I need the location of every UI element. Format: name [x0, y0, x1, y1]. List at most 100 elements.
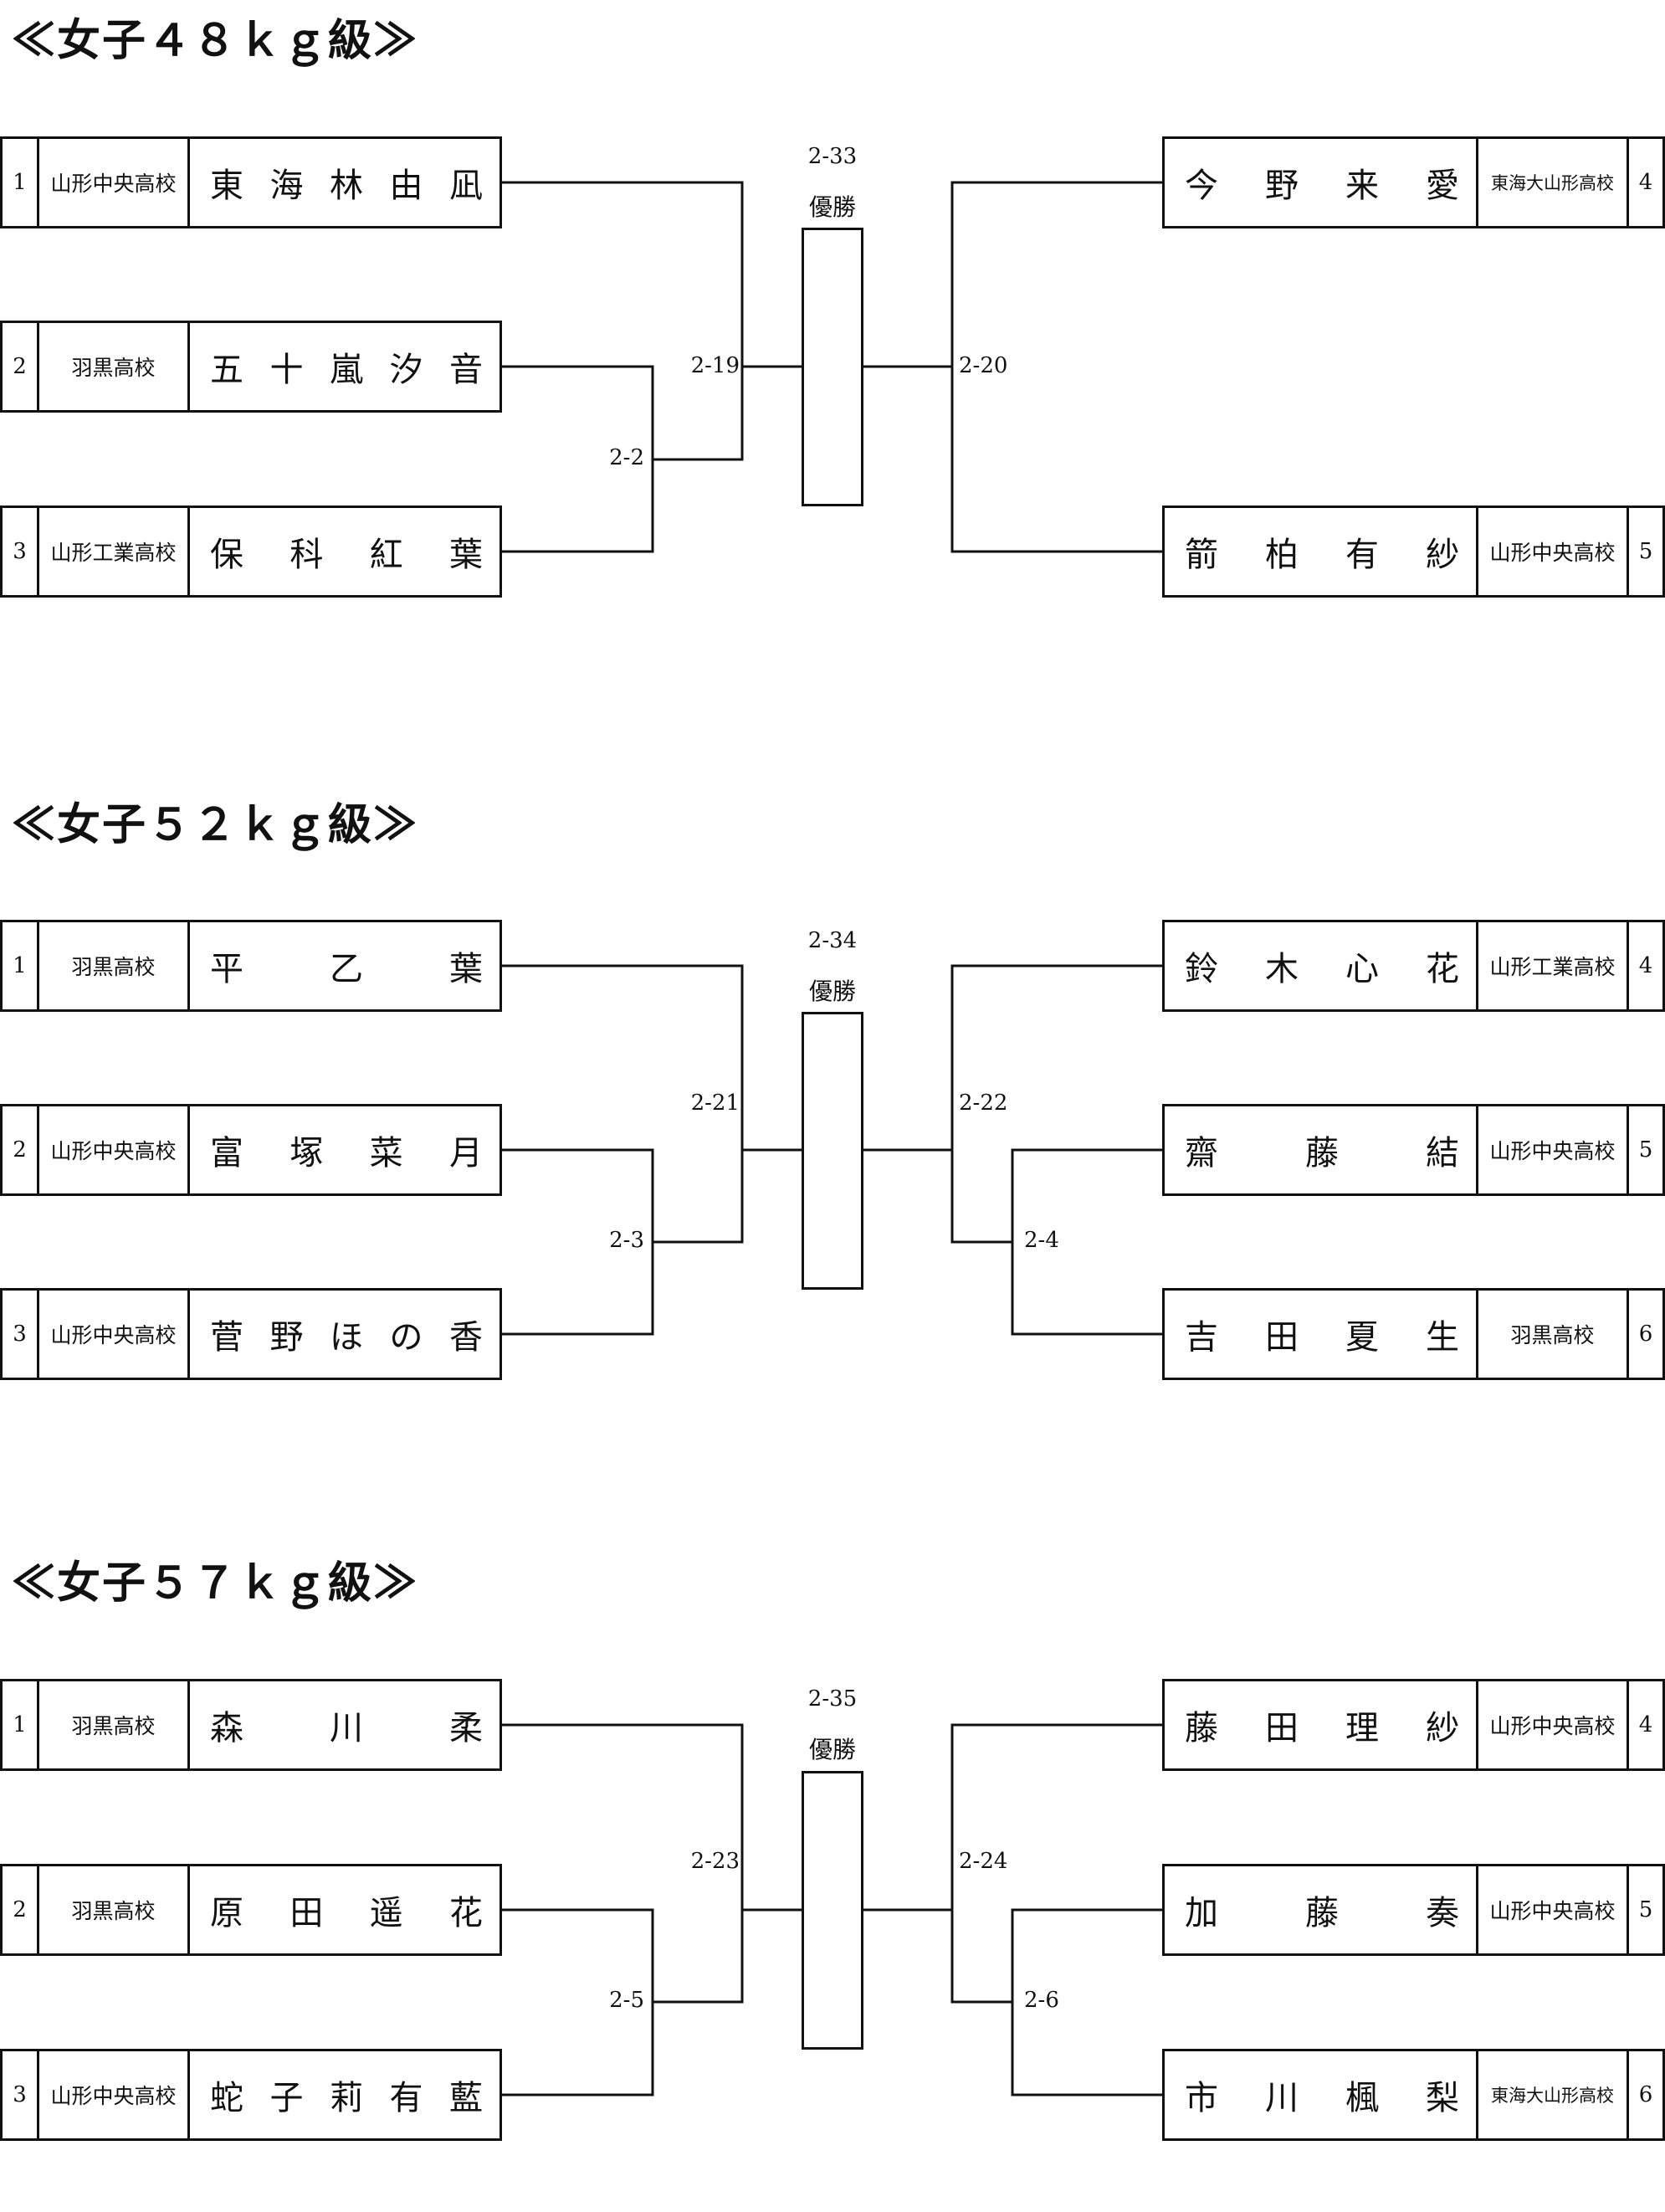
division-52kg: ≪女子５２ｋｇ級≫ 1 羽黒高校 平 乙 葉 2 山形中央高校 富 塚 菜 月 … [0, 784, 1665, 1454]
final-label: 優勝 [808, 978, 856, 1005]
athlete-name: 菅 野 ほ の 香 [187, 1288, 502, 1380]
athlete-name: 今 野 来 愛 [1162, 136, 1478, 228]
division-title: ≪女子４８ｋｇ級≫ [12, 15, 419, 66]
school-name: 山形中央高校 [37, 2049, 190, 2141]
athlete-name: 平 乙 葉 [187, 920, 502, 1012]
final-match-number: 2-33 [807, 144, 858, 169]
athlete-name-text: 森 川 柔 [210, 1709, 483, 1748]
athlete-name: 東 海 林 由 凪 [187, 136, 502, 228]
athlete-name-text: 箭 柏 有 紗 [1185, 536, 1459, 574]
final-match-number: 2-35 [807, 1686, 858, 1712]
athlete-name: 吉 田 夏 生 [1162, 1288, 1478, 1380]
athlete-name: 保 科 紅 葉 [187, 506, 502, 598]
bracket-line [502, 1148, 654, 1336]
school-name: 山形工業高校 [1476, 920, 1629, 1012]
athlete-name: 市 川 楓 梨 [1162, 2049, 1478, 2141]
athlete-name-text: 平 乙 葉 [210, 950, 483, 988]
bracket-line [502, 964, 744, 1244]
athlete-name-text: 藤 田 理 紗 [1185, 1709, 1459, 1748]
final-match-number: 2-34 [807, 928, 858, 953]
seed-number: 3 [0, 2049, 39, 2141]
seed-number: 4 [1627, 136, 1665, 228]
athlete-name-text: 蛇 子 莉 有 藍 [210, 2079, 483, 2117]
school-name: 山形中央高校 [1476, 1864, 1629, 1956]
seed-number: 2 [0, 1104, 39, 1196]
athlete-name-text: 菅 野 ほ の 香 [210, 1318, 483, 1357]
athlete-name-text: 鈴 木 心 花 [1185, 950, 1459, 988]
bracket-line [950, 964, 1162, 1244]
bracket-line [502, 1723, 744, 2004]
seed-number: 5 [1627, 1104, 1665, 1196]
school-name: 山形中央高校 [1476, 1679, 1629, 1771]
seed-number: 6 [1627, 1288, 1665, 1380]
school-name: 羽黒高校 [37, 1679, 190, 1771]
athlete-name-text: 齋 藤 結 [1185, 1134, 1459, 1173]
athlete-name: 箭 柏 有 紗 [1162, 506, 1478, 598]
school-name: 山形中央高校 [37, 1104, 190, 1196]
match-number: 2-5 [609, 1988, 644, 2013]
match-number: 2-3 [609, 1228, 644, 1253]
division-title: ≪女子５２ｋｇ級≫ [12, 799, 419, 850]
bracket-line [950, 1723, 1162, 2004]
bracket-lines [502, 1723, 1162, 2097]
match-number: 2-4 [1024, 1228, 1059, 1253]
athlete-name-text: 加 藤 奏 [1185, 1894, 1459, 1932]
athlete-name: 加 藤 奏 [1162, 1864, 1478, 1956]
school-name: 山形工業高校 [37, 506, 190, 598]
seed-number: 3 [0, 506, 39, 598]
school-name: 東海大山形高校 [1476, 136, 1629, 228]
bracket-lines [502, 964, 1162, 1336]
bracket-line [1011, 1908, 1162, 2097]
seed-number: 2 [0, 321, 39, 413]
seed-number: 5 [1627, 1864, 1665, 1956]
athlete-name: 齋 藤 結 [1162, 1104, 1478, 1196]
athlete-name-text: 東 海 林 由 凪 [210, 167, 483, 205]
seed-number: 4 [1627, 920, 1665, 1012]
athlete-name-text: 原 田 遥 花 [210, 1894, 483, 1932]
athlete-name-text: 吉 田 夏 生 [1185, 1318, 1459, 1357]
athlete-name: 五 十 嵐 汐 音 [187, 321, 502, 413]
winner-box [802, 228, 863, 506]
winner-box [802, 1012, 863, 1290]
school-name: 羽黒高校 [37, 920, 190, 1012]
division-title: ≪女子５７ｋｇ級≫ [12, 1558, 419, 1609]
division-57kg: ≪女子５７ｋｇ級≫ 1 羽黒高校 森 川 柔 2 羽黒高校 原 田 遥 花 3 … [0, 1542, 1665, 2212]
athlete-name: 富 塚 菜 月 [187, 1104, 502, 1196]
seed-number: 2 [0, 1864, 39, 1956]
match-number: 2-22 [959, 1091, 1008, 1116]
bracket-line [1011, 1148, 1162, 1336]
match-number: 2-19 [690, 353, 740, 378]
athlete-name-text: 富 塚 菜 月 [210, 1134, 483, 1173]
seed-number: 1 [0, 920, 39, 1012]
bracket-line [502, 181, 744, 461]
seed-number: 6 [1627, 2049, 1665, 2141]
school-name: 山形中央高校 [37, 1288, 190, 1380]
athlete-name-text: 市 川 楓 梨 [1185, 2079, 1459, 2117]
match-number: 2-2 [609, 445, 644, 470]
final-label: 優勝 [808, 1736, 856, 1763]
bracket-line [502, 1908, 654, 2097]
match-number: 2-20 [959, 353, 1008, 378]
athlete-name: 蛇 子 莉 有 藍 [187, 2049, 502, 2141]
school-name: 東海大山形高校 [1476, 2049, 1629, 2141]
school-name: 山形中央高校 [1476, 506, 1629, 598]
athlete-name: 原 田 遥 花 [187, 1864, 502, 1956]
athlete-name: 森 川 柔 [187, 1679, 502, 1771]
school-name: 羽黒高校 [1476, 1288, 1629, 1380]
school-name: 羽黒高校 [37, 321, 190, 413]
match-number: 2-21 [690, 1091, 740, 1116]
seed-number: 1 [0, 136, 39, 228]
match-number: 2-23 [690, 1849, 740, 1874]
match-number: 2-6 [1024, 1988, 1059, 2013]
seed-number: 1 [0, 1679, 39, 1771]
final-label: 優勝 [808, 193, 856, 221]
athlete-name: 藤 田 理 紗 [1162, 1679, 1478, 1771]
seed-number: 4 [1627, 1679, 1665, 1771]
seed-number: 3 [0, 1288, 39, 1380]
athlete-name: 鈴 木 心 花 [1162, 920, 1478, 1012]
seed-number: 5 [1627, 506, 1665, 598]
athlete-name-text: 保 科 紅 葉 [210, 536, 483, 574]
school-name: 羽黒高校 [37, 1864, 190, 1956]
bracket-lines [502, 181, 1162, 553]
athlete-name-text: 五 十 嵐 汐 音 [210, 351, 483, 389]
